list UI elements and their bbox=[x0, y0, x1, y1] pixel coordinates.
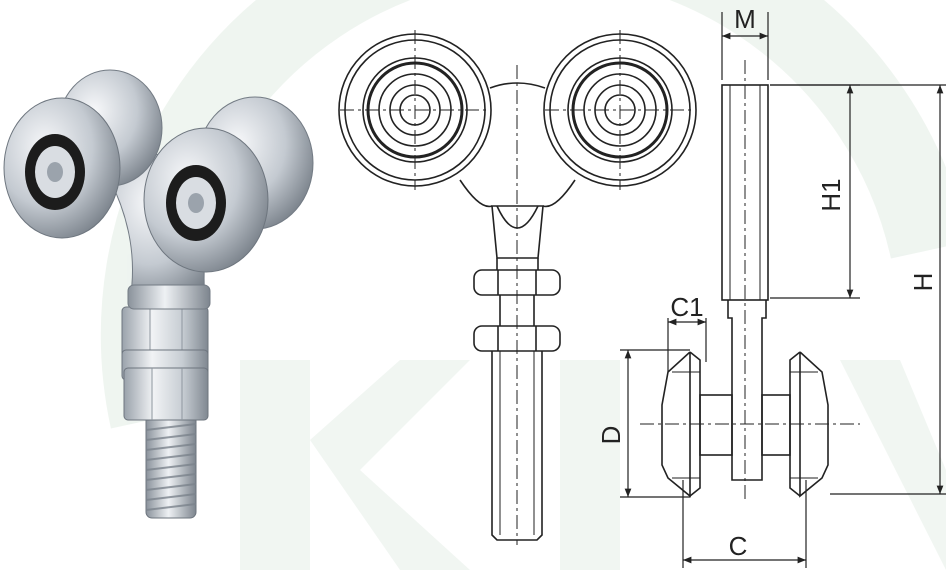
dimension-C bbox=[682, 480, 807, 568]
dimension-labels: M H1 H C1 D C bbox=[596, 4, 938, 561]
front-shaft bbox=[491, 258, 543, 541]
label-D: D bbox=[596, 426, 626, 445]
label-C1: C1 bbox=[670, 292, 703, 322]
side-threaded-rod bbox=[721, 60, 769, 500]
lower-hex-nut bbox=[123, 367, 209, 421]
label-H: H bbox=[908, 273, 938, 292]
side-view-drawing bbox=[620, 12, 946, 568]
right-wheel bbox=[143, 127, 269, 273]
label-H1: H1 bbox=[816, 178, 846, 211]
label-C: C bbox=[729, 531, 748, 561]
front-view-drawing bbox=[338, 30, 697, 545]
label-M: M bbox=[734, 4, 756, 34]
front-left-wheel bbox=[338, 33, 492, 187]
dimension-M bbox=[721, 12, 769, 80]
front-right-wheel bbox=[543, 33, 697, 187]
dimension-C1 bbox=[667, 318, 707, 372]
dimension-H bbox=[770, 84, 946, 495]
front-nuts bbox=[473, 269, 561, 352]
front-view-centerlines bbox=[340, 30, 695, 545]
left-wheel bbox=[3, 97, 121, 239]
side-body bbox=[727, 300, 767, 481]
dimension-D bbox=[620, 349, 690, 498]
double-wheel-roller-photo bbox=[3, 69, 314, 519]
